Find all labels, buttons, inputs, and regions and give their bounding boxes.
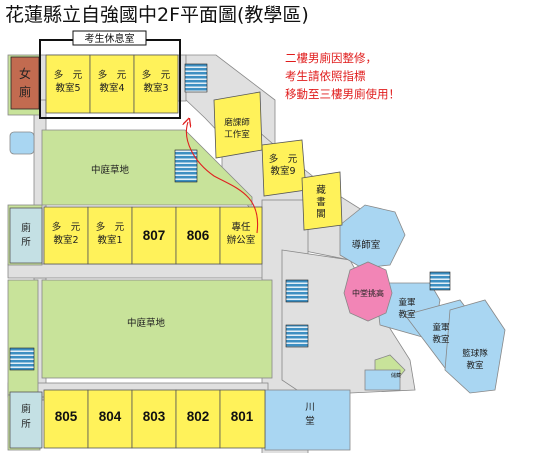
stairs-2 (174, 149, 198, 183)
basketball-room-label-2: 教室 (466, 360, 484, 371)
courtyard-lower-area (41, 279, 273, 379)
room-courseroom-label-2: 工作室 (224, 129, 250, 140)
room-mm5 (45, 54, 91, 114)
courtyard-upper-label: 中庭草地 (91, 164, 130, 176)
restroom-mid (9, 207, 43, 264)
room-803 (131, 389, 177, 449)
room-office (219, 206, 263, 265)
room-mm1-label-1: 多 元 (96, 221, 125, 233)
basketball-room-label-1: 籃球隊 (462, 348, 488, 359)
room-library-label-2: 書 (316, 196, 326, 208)
restroom-bottom-label-1: 廁 (21, 403, 31, 415)
room-801 (219, 389, 266, 449)
room-library-label-1: 藏 (316, 184, 326, 196)
map-title: 花蓮縣立自強國中2F平面圖(教學區) (5, 4, 309, 26)
notice-line-2: 考生請依照指標 (285, 69, 366, 83)
room-807-label: 807 (143, 228, 166, 243)
room-804 (87, 389, 133, 449)
room-802-label: 802 (187, 409, 210, 424)
womens-restroom-label-2: 廁 (19, 84, 31, 99)
chuantang-label-2: 堂 (305, 415, 315, 427)
room-courseroom-label-1: 磨課師 (224, 117, 250, 128)
basketball-room (444, 299, 506, 394)
room-library (301, 171, 343, 231)
room-mm3-label-1: 多 元 (142, 69, 171, 81)
notice-line-1: 二樓男廁因整修， (285, 51, 377, 65)
military-room-2-label-1: 童軍 (432, 322, 449, 333)
rest-room-label: 考生休息室 (85, 32, 135, 45)
room-806-label: 806 (187, 228, 210, 243)
room-806 (175, 206, 221, 265)
classrooms (43, 54, 343, 449)
restroom-mid-label-1: 廁 (21, 222, 31, 234)
military-room-1-label-2: 教室 (398, 309, 416, 320)
room-office-label-2: 辦公室 (227, 234, 256, 246)
restroom-bottom-label-2: 所 (21, 419, 31, 430)
military-room-1-label-1: 童軍 (398, 297, 415, 308)
room-labels: 女 廁 多 元 教室5 多 元 教室4 多 元 教室3 磨課師 工作室 多 元 … (19, 66, 488, 430)
storage-label: 儲藏 (391, 372, 401, 379)
room-801-label: 801 (231, 409, 254, 424)
room-804-label: 804 (99, 409, 122, 424)
room-mm3-label-2: 教室3 (143, 82, 168, 94)
room-mm4 (89, 54, 135, 114)
womens-restroom-label-1: 女 (19, 66, 31, 81)
room-library-label-3: 閣 (316, 209, 326, 220)
room-mm2-label-2: 教室2 (53, 234, 78, 246)
stairs-3 (285, 279, 309, 303)
room-805-label: 805 (55, 409, 78, 424)
room-mm2 (43, 206, 89, 265)
mentor-room (339, 204, 406, 269)
room-807 (131, 206, 177, 265)
military-room-2-label-2: 教室 (432, 334, 450, 345)
room-802 (175, 389, 221, 449)
stairs-6 (429, 271, 451, 291)
room-mm1-label-2: 教室1 (97, 234, 122, 246)
restroom-bottom (9, 391, 43, 449)
courtyard-lower-label: 中庭草地 (127, 317, 166, 329)
notice-line-3: 移動至三樓男廁使用！ (285, 87, 400, 101)
chuantang-label-1: 川 (305, 402, 315, 413)
rest-room-label-box (72, 30, 147, 46)
stairs-4 (285, 324, 309, 348)
room-mm9-label-2: 教室9 (270, 165, 295, 177)
room-mm4-label-1: 多 元 (98, 69, 127, 81)
stairs-blocks (9, 63, 451, 371)
restroom-mid-label-2: 所 (21, 237, 31, 248)
room-mm4-label-2: 教室4 (99, 82, 124, 94)
mentor-room-label: 導師室 (352, 239, 381, 251)
central-hall (343, 261, 393, 322)
room-mm3 (133, 54, 179, 114)
room-office-label-1: 專任 (231, 221, 251, 233)
stairs-1 (184, 63, 208, 93)
central-hall-label: 中堂挑高 (352, 288, 384, 298)
restroom-route-arrow (186, 122, 259, 234)
stairs-5 (9, 347, 35, 371)
womens-restroom (10, 56, 40, 110)
room-mm5-label-2: 教室5 (55, 82, 80, 94)
room-803-label: 803 (143, 409, 166, 424)
room-mm5-label-1: 多 元 (54, 69, 83, 81)
blue-areas (9, 131, 506, 451)
room-mm2-label-1: 多 元 (52, 221, 81, 233)
room-mm9-label-1: 多 元 (269, 153, 298, 165)
